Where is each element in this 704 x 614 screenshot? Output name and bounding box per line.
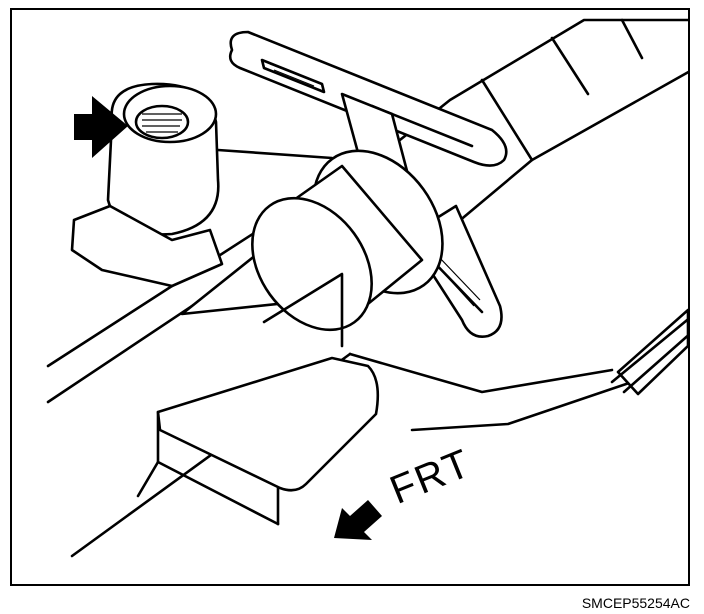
front-tab (136, 272, 380, 526)
lock-cylinder (70, 82, 334, 288)
diagram-frame: FRT (10, 8, 690, 586)
direction-arrow-icon (334, 500, 382, 540)
right-bracket (610, 308, 688, 396)
column-collar (251, 149, 444, 332)
figure-code: SMCEP55254AC (581, 595, 690, 611)
pointer-arrow-icon (74, 96, 128, 158)
steering-column-illustration (46, 18, 688, 558)
